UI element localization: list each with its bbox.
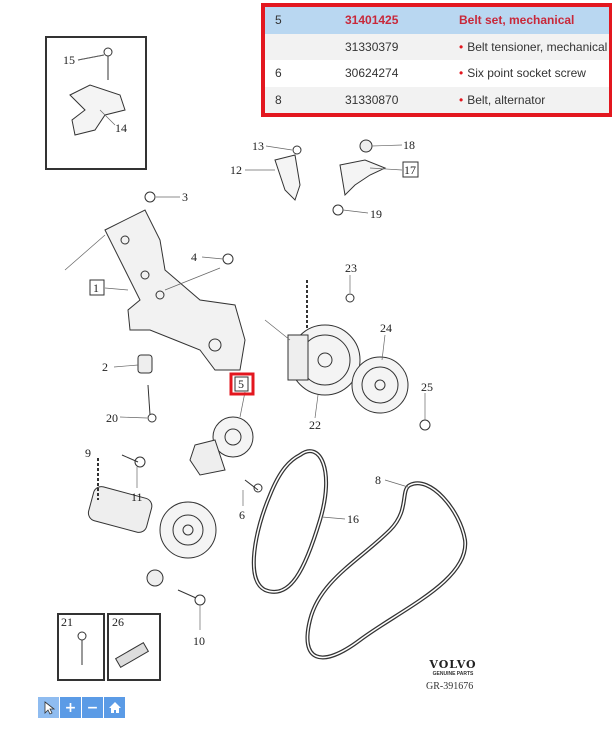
home-icon	[108, 702, 121, 713]
callout-5[interactable]: 5	[238, 377, 244, 391]
callout-18[interactable]: 18	[403, 138, 415, 152]
callout-11[interactable]: 11	[131, 490, 143, 504]
table-row[interactable]: 31330379 •Belt tensioner, mechanical	[265, 33, 609, 60]
belt-alternator	[305, 481, 468, 660]
select-button[interactable]	[38, 697, 59, 718]
callout-13[interactable]: 13	[252, 139, 264, 153]
table-row[interactable]: 6 30624274 •Six point socket screw	[265, 60, 609, 87]
description: Belt tensioner, mechanical	[467, 39, 608, 54]
position: 5	[275, 13, 282, 28]
main-bracket	[104, 209, 246, 371]
callout-2[interactable]: 2	[102, 360, 108, 374]
callout-14[interactable]: 14	[115, 121, 127, 135]
table-row[interactable]: 8 31330870 •Belt, alternator	[265, 86, 609, 113]
callout-12[interactable]: 12	[230, 163, 242, 177]
cursor-icon	[44, 700, 55, 715]
callout-21[interactable]: 21	[61, 615, 73, 629]
description: Six point socket screw	[467, 66, 586, 81]
callout-19[interactable]: 19	[370, 207, 382, 221]
part-number: 31401425	[345, 13, 399, 28]
home-button[interactable]	[104, 697, 125, 718]
diagram-reference: GR-391676	[426, 681, 474, 692]
idler-pulley	[159, 501, 217, 559]
description: Belt set, mechanical	[459, 13, 575, 28]
minus-icon: −	[86, 699, 99, 716]
callout-25[interactable]: 25	[421, 380, 433, 394]
inset-box-sleeve	[107, 613, 161, 681]
logo-brand: VOLVO	[429, 658, 477, 671]
zoom-out-button[interactable]: −	[82, 697, 103, 718]
volvo-logo: VOLVO GENUINE PARTS	[423, 658, 483, 677]
belt-16	[251, 449, 329, 594]
position: 6	[275, 66, 282, 81]
callout-26[interactable]: 26	[112, 615, 124, 629]
callout-3[interactable]: 3	[182, 190, 188, 204]
callout-23[interactable]: 23	[345, 261, 357, 275]
belt-tensioner	[212, 416, 254, 458]
callout-17[interactable]: 17	[404, 163, 416, 177]
diagram-toolbar: + −	[38, 697, 125, 718]
table-row[interactable]: 5 31401425 Belt set, mechanical	[265, 7, 609, 34]
callout-15[interactable]: 15	[63, 53, 75, 67]
bracket-part	[69, 84, 126, 136]
callout-1[interactable]: 1	[93, 281, 99, 295]
inset-box-bracket	[45, 36, 147, 170]
plus-icon: +	[64, 699, 77, 716]
bullet-icon: •	[459, 39, 464, 54]
callout-6[interactable]: 6	[239, 508, 245, 522]
selected-callout-highlight	[229, 372, 255, 396]
zoom-in-button[interactable]: +	[60, 697, 81, 718]
bullet-icon: •	[459, 92, 464, 107]
callout-22[interactable]: 22	[309, 418, 321, 432]
part-number: 30624274	[345, 66, 399, 81]
callout-8[interactable]: 8	[375, 473, 381, 487]
description: Belt, alternator	[467, 92, 546, 107]
pulley	[351, 356, 409, 414]
bullet-icon: •	[459, 66, 464, 81]
callout-9[interactable]: 9	[85, 446, 91, 460]
position: 8	[275, 92, 282, 107]
logo-subtitle: GENUINE PARTS	[432, 671, 474, 677]
callout-16[interactable]: 16	[347, 512, 359, 526]
part-number: 31330870	[345, 92, 399, 107]
part-number: 31330379	[345, 39, 399, 54]
callout-10[interactable]: 10	[193, 634, 205, 648]
callout-24[interactable]: 24	[380, 321, 392, 335]
parts-table: 5 31401425 Belt set, mechanical 31330379…	[261, 3, 612, 117]
inset-box-bolt	[57, 613, 105, 681]
callout-20[interactable]: 20	[106, 411, 118, 425]
callout-4[interactable]: 4	[191, 250, 197, 264]
